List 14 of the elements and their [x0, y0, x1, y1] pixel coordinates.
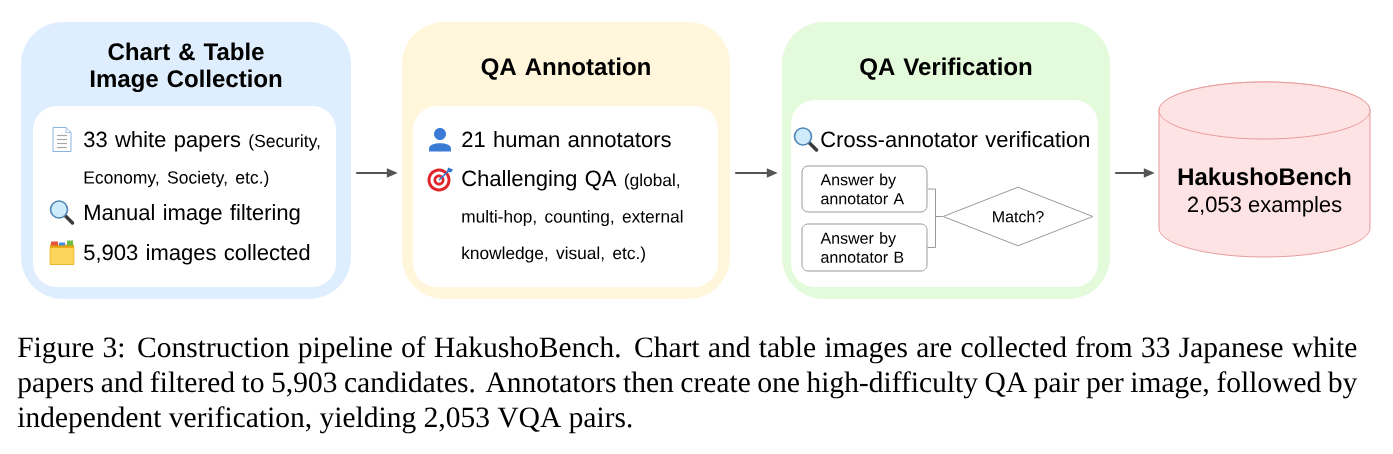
- list-item: 5,903 images collected: [84, 244, 310, 265]
- database-cylinder: HakushoBench 2,053 examples: [1158, 81, 1371, 258]
- list-item: Cross-annotator verification: [821, 131, 1089, 148]
- stage-heading: QA Verification: [860, 57, 1032, 80]
- list-item: 33 white papers (Security, Economy, Society, etc.): [84, 131, 320, 188]
- process-box: Answer by annotator A: [801, 165, 928, 213]
- list-item: 21 human annotators: [462, 131, 671, 148]
- figure-caption: Figure 3: Construction pipeline of HakushoBench. Chart and table images are collected from 33 Japanese white papers and filtered to 5,903 candidates. Annotators then create one high-difficulty QA pair per image, followed by independent verification, yielding 2,053 VQA pairs.: [17, 336, 1358, 434]
- list-item: Manual image filtering: [85, 204, 300, 225]
- stage-heading: Chart & Table Image Collection: [90, 42, 282, 93]
- connector-line: [927, 216, 943, 248]
- list-item: Challenging QA (global, multi-hop, counting, external knowledge, visual, etc.): [462, 170, 683, 263]
- process-box: Answer by annotator B: [801, 223, 928, 272]
- stage-heading: QA Annotation: [481, 57, 650, 80]
